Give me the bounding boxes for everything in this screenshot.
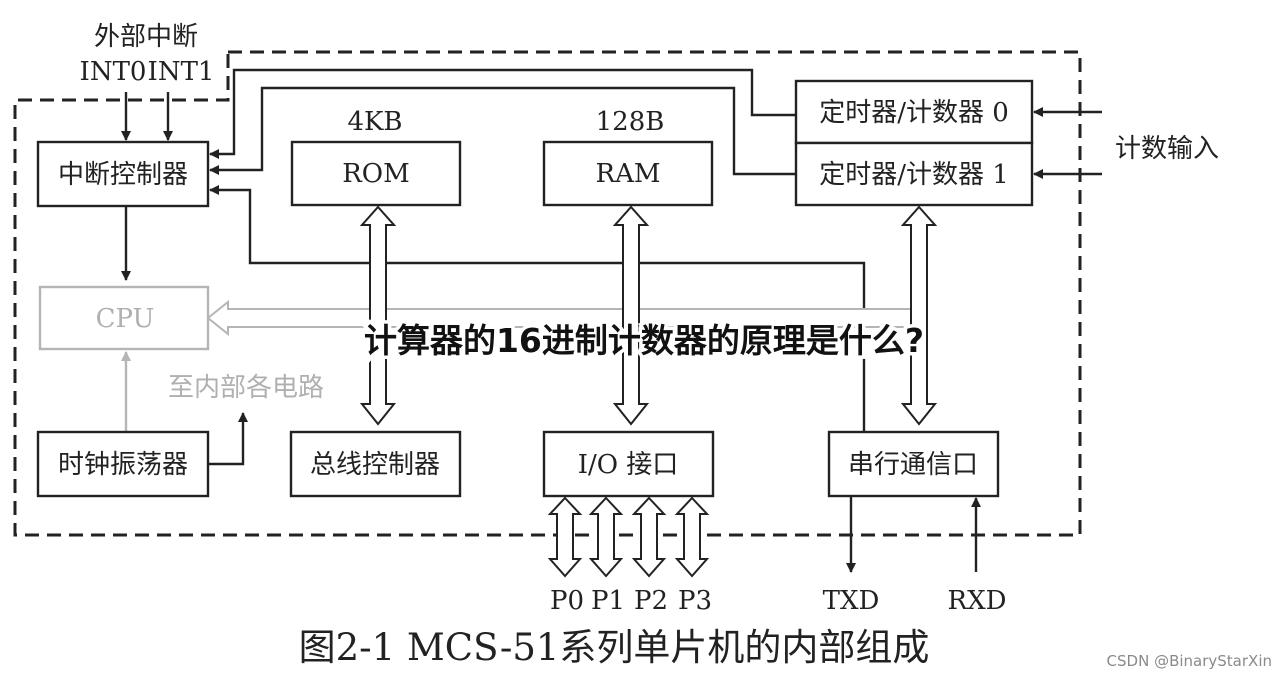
timer-bus-arrow [900,205,938,426]
oscillator-box [36,430,210,498]
ram-bus-arrow [612,205,650,426]
chip-boundary [13,50,1082,537]
osc-to-circuits-arrow [208,412,248,466]
port-p3-label: P3 [678,586,712,616]
cpu-label: CPU [96,304,155,334]
interrupt-controller-label: 中断控制器 [58,160,188,190]
io-port-box [542,430,715,498]
ext-interrupt-title: 外部中断 [94,22,198,52]
bus-controller-box [289,430,462,498]
port-p0-label: P0 [550,586,584,616]
interrupt-controller-box [36,140,210,208]
ram-box [542,140,714,207]
timer0-interrupt-line [209,68,796,159]
watermark: CSDN @BinaryStarXin [1107,652,1272,670]
rom-size: 4KB [347,107,402,137]
rom-bus-arrow [359,205,397,426]
timer1-interrupt-line [209,86,796,176]
oscillator-label: 时钟振荡器 [58,450,188,480]
io-port-label: I/O 接口 [578,450,679,480]
port-p1-label: P1 [591,586,625,616]
port-p2-label: P2 [634,586,668,616]
cpu-box [38,285,210,351]
timer0-box [794,79,1034,145]
ram-size: 128B [596,107,665,137]
serial-port-label: 串行通信口 [848,450,978,480]
port-p0-arrow [547,496,583,578]
int0-label: INT0 [80,57,147,87]
figure-caption: 图2-1 MCS-51系列单片机的内部组成 [299,626,930,669]
rom-label: ROM [342,159,410,189]
int1-label: INT1 [148,57,215,87]
to-circuits-label: 至内部各电路 [168,373,324,403]
rom-box [290,140,462,207]
timer0-label: 定时器/计数器 0 [819,98,1009,128]
ram-label: RAM [596,159,661,189]
rxd-label: RXD [948,586,1007,616]
port-p2-arrow [631,496,667,578]
port-p1-arrow [588,496,624,578]
port-p3-arrow [674,496,710,578]
txd-label: TXD [823,586,880,616]
overlay-title: 计算器的16进制计数器的原理是什么? [364,321,924,360]
count-input-label: 计数输入 [1115,134,1219,164]
timer1-label: 定时器/计数器 1 [819,160,1009,190]
serial-port-box [827,430,1000,498]
bus-controller-label: 总线控制器 [310,450,440,480]
